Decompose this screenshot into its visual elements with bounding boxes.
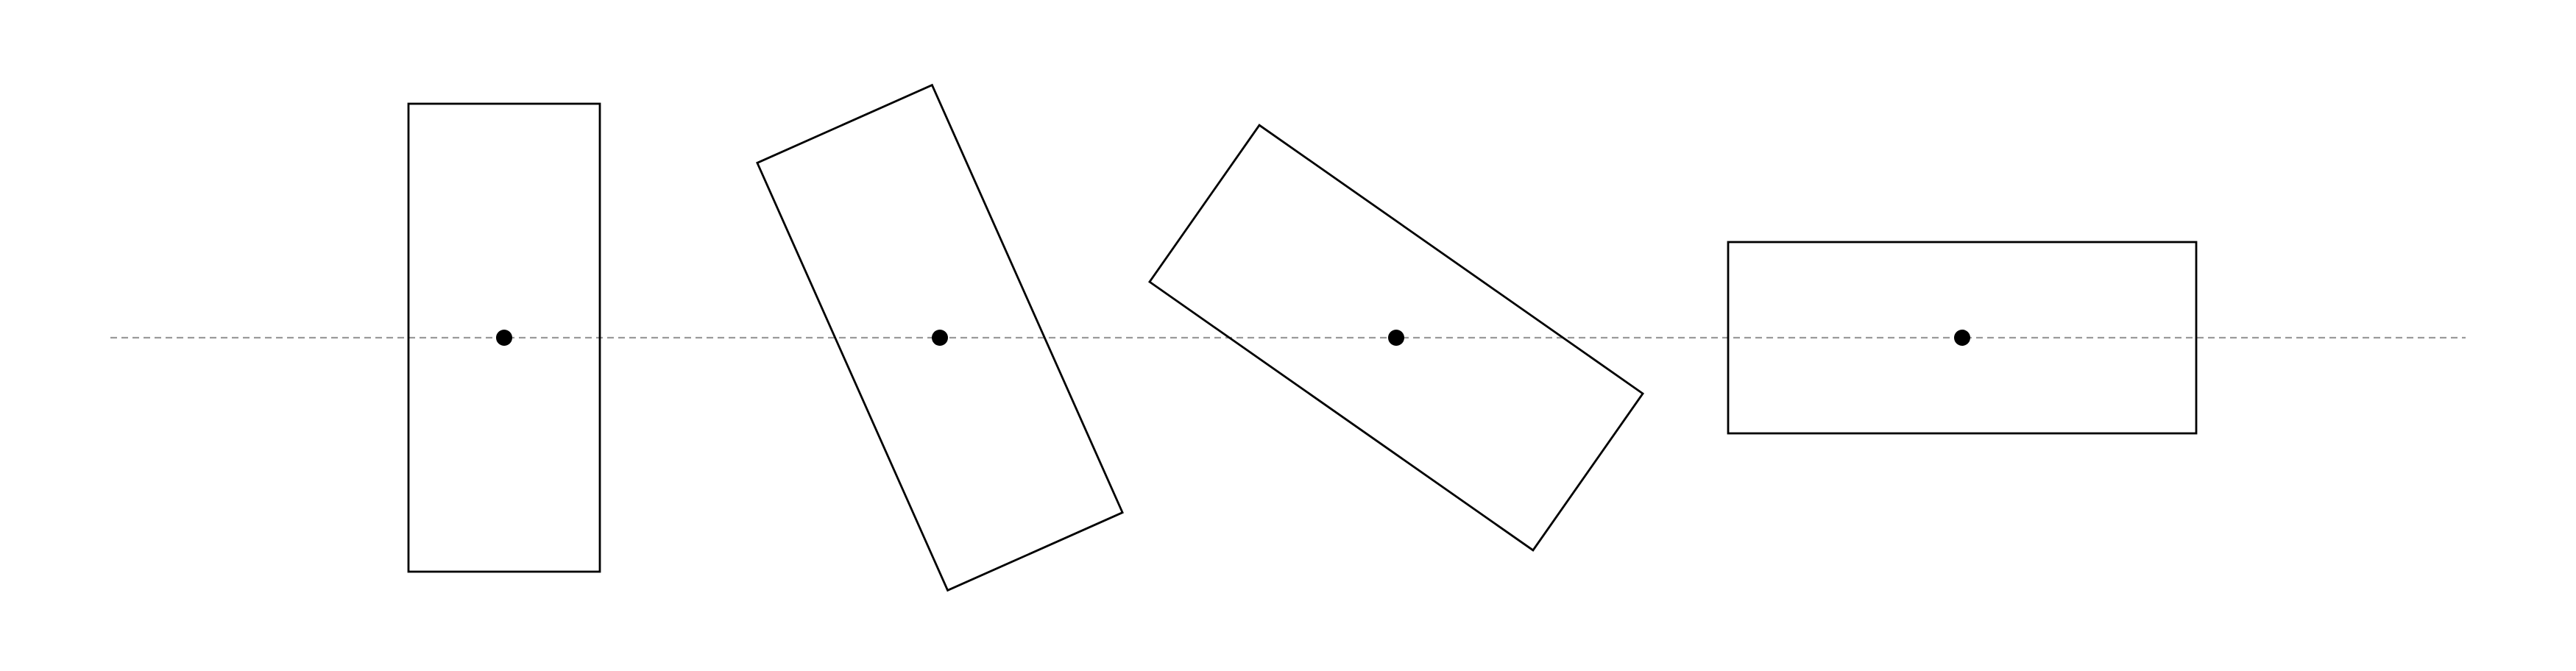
rectangle-2-outline bbox=[756, 83, 1124, 592]
rectangle-1 bbox=[407, 102, 601, 573]
rectangle-3-outline bbox=[1147, 124, 1645, 552]
rectangle-1-center-dot bbox=[496, 330, 512, 346]
rectangle-2-center-dot bbox=[932, 330, 948, 346]
rectangle-1-outline bbox=[407, 102, 601, 573]
rectangle-4 bbox=[1727, 241, 2198, 435]
rectangle-3 bbox=[1147, 124, 1645, 552]
rectangle-2 bbox=[756, 83, 1124, 592]
rectangles-group bbox=[407, 83, 2198, 592]
rectangle-4-outline bbox=[1727, 241, 2198, 435]
rectangle-4-center-dot bbox=[1954, 330, 1970, 346]
rectangle-3-center-dot bbox=[1388, 330, 1404, 346]
